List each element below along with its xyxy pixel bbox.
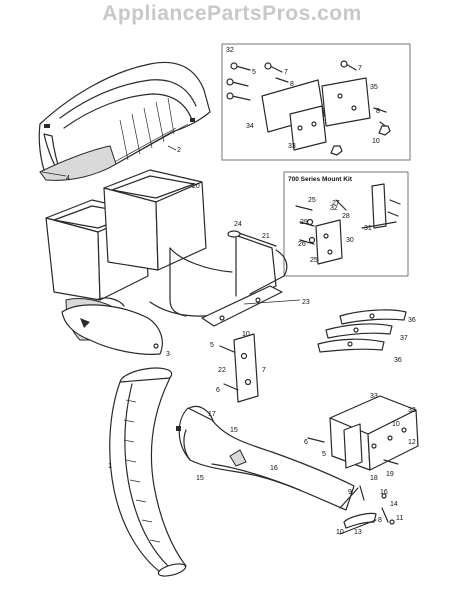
mount-kit-label: 700 Series Mount Kit — [288, 176, 353, 183]
callout-6: 6 — [216, 387, 220, 394]
callout-1: 1 — [108, 463, 112, 470]
latch-hardware — [339, 485, 395, 535]
callout-30: 30 — [346, 237, 354, 244]
callout-28: 28 — [342, 213, 350, 220]
callout-36: 36 — [394, 357, 402, 364]
callout-19: 19 — [386, 471, 394, 478]
callout-5: 5 — [210, 342, 214, 349]
mower-blades — [317, 309, 407, 353]
callout-12: 12 — [408, 439, 416, 446]
callout-8: 8 — [378, 517, 382, 524]
callout-25: 25 — [308, 197, 316, 204]
discharge-chute-upper — [109, 367, 187, 577]
bagger-containers — [45, 169, 207, 355]
callout-17: 17 — [208, 411, 216, 418]
callout-15: 15 — [230, 427, 238, 434]
callout-36: 36 — [408, 317, 416, 324]
callout-32: 32 — [330, 205, 338, 212]
callout-14: 14 — [390, 501, 398, 508]
callout-6a: 6 — [304, 439, 308, 446]
callout-16: 16 — [270, 465, 278, 472]
bagger-cover — [38, 61, 211, 181]
callout-5: 5 — [322, 451, 326, 458]
callout-2: 2 — [177, 147, 181, 154]
mount-bracket — [219, 333, 259, 403]
bagger-frame — [149, 230, 301, 327]
mount-kit-panel: 700 Series Mount Kit 25 29 27 28 26 30 2… — [283, 171, 409, 277]
callout-4: 4 — [66, 175, 70, 182]
discharge-chute-lower — [176, 405, 359, 511]
callout-10: 10 — [392, 421, 400, 428]
callout-35: 35 — [370, 84, 378, 91]
callout-37: 37 — [400, 335, 408, 342]
callout-24: 24 — [234, 221, 242, 228]
callout-13: 13 — [354, 529, 362, 536]
callout-31: 31 — [364, 225, 372, 232]
callout-29: 29 — [300, 219, 308, 226]
callout-5: 5 — [252, 69, 256, 76]
callout-27: 27 — [332, 200, 340, 207]
callout-15: 15 — [196, 475, 204, 482]
callout-22: 22 — [218, 367, 226, 374]
callout-33: 33 — [288, 143, 296, 150]
callout-18: 18 — [370, 475, 378, 482]
callout-3: 3 — [166, 351, 170, 358]
callout-33: 33 — [370, 393, 378, 400]
callout-25: 25 — [310, 257, 318, 264]
callout-9: 9 — [348, 489, 352, 496]
callout-10: 10 — [336, 529, 344, 536]
callout-20: 20 — [192, 183, 200, 190]
callout-8: 8 — [376, 108, 380, 115]
deck-mount-bracket — [307, 395, 419, 471]
callout-33: 33 — [408, 407, 416, 414]
callout-11: 11 — [396, 515, 403, 522]
callout-21: 21 — [262, 233, 270, 240]
callout-8: 8 — [290, 81, 294, 88]
kit-32-label: 32 — [226, 47, 234, 54]
callout-7: 7 — [262, 367, 266, 374]
callout-7: 7 — [358, 65, 362, 72]
callout-7: 7 — [284, 69, 288, 76]
watermark: AppliancePartsPros.com — [102, 2, 362, 25]
callout-10: 10 — [372, 138, 380, 145]
callout-23: 23 — [302, 299, 310, 306]
callout-10: 10 — [242, 331, 250, 338]
kit-32-panel: 32 5 7 8 7 35 34 33 10 8 — [221, 43, 411, 161]
callout-16: 16 — [380, 489, 388, 496]
callout-26: 26 — [298, 241, 306, 248]
callout-34: 34 — [246, 123, 254, 130]
